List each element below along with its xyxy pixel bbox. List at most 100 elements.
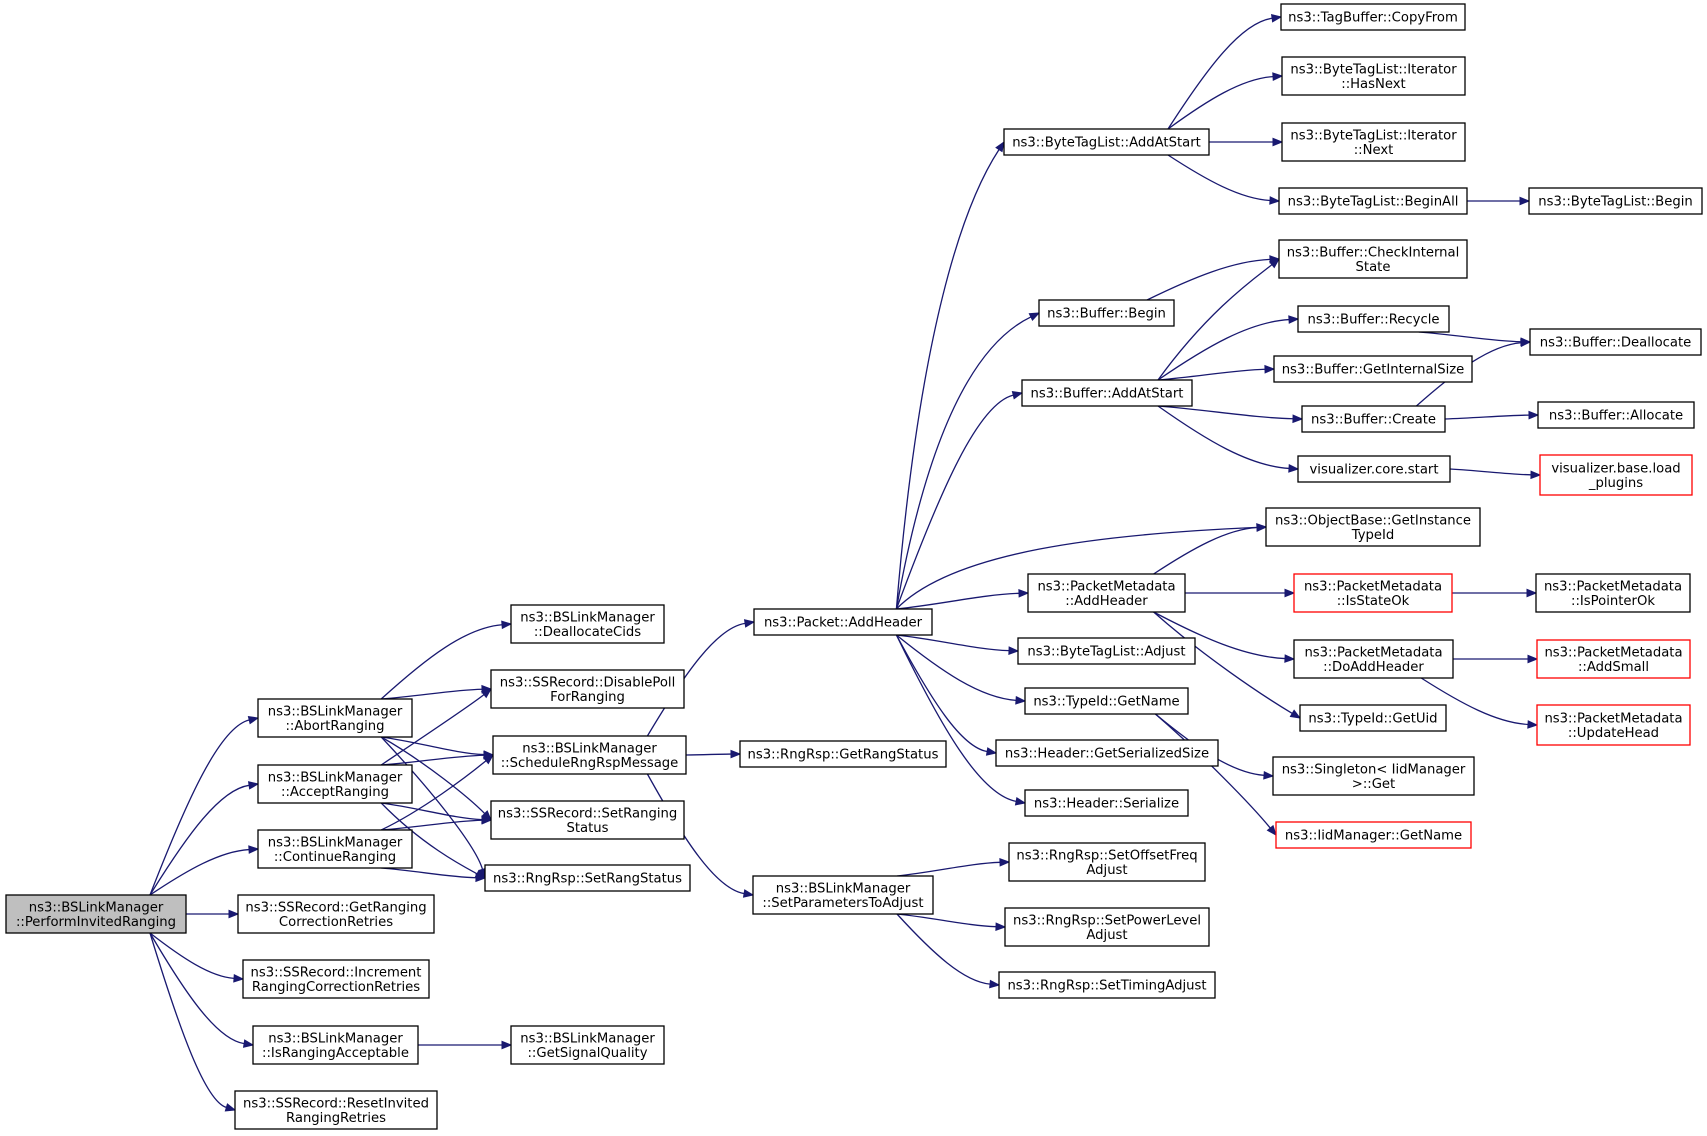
node-label-line: ns3::RngRsp::SetPowerLevel	[1013, 913, 1201, 928]
edge-line	[1157, 318, 1290, 381]
node-box	[1024, 789, 1189, 817]
edge-line	[1420, 677, 1529, 726]
node-box	[1275, 821, 1472, 849]
edge-arrowhead	[1527, 720, 1539, 729]
edge-line	[1167, 154, 1271, 202]
call-edge-pm_addheader-to-pm_isstateok	[1185, 588, 1296, 598]
node-box	[510, 1025, 665, 1065]
edge-arrowhead	[1289, 709, 1302, 719]
edge-arrowhead	[481, 815, 493, 825]
function-node-continue[interactable]: ns3::BSLinkManager::ContinueRanging	[257, 829, 413, 869]
node-label-line: ns3::RngRsp::SetOffsetFreq	[1016, 848, 1197, 863]
function-node-pm_isstateok[interactable]: ns3::PacketMetadata::IsStateOk	[1293, 573, 1453, 613]
call-edge-addheader-to-btl_addatstart	[895, 140, 1005, 610]
edge-arrowhead	[247, 715, 260, 725]
function-node-accept[interactable]: ns3::BSLinkManager::AcceptRanging	[257, 764, 413, 804]
function-node-sched[interactable]: ns3::BSLinkManager::ScheduleRngRspMessag…	[492, 735, 687, 775]
function-node-typeid_getuid[interactable]: ns3::TypeId::GetUid	[1299, 704, 1447, 732]
function-node-perform[interactable]: ns3::BSLinkManager::PerformInvitedRangin…	[5, 894, 187, 934]
edge-line	[381, 819, 483, 831]
function-node-typeid_getname[interactable]: ns3::TypeId::GetName	[1024, 687, 1189, 715]
function-node-setrangstatus[interactable]: ns3::RngRsp::SetRangStatus	[484, 864, 691, 892]
edge-arrowhead	[1266, 824, 1277, 837]
function-node-buf_begin[interactable]: ns3::Buffer::Begin	[1038, 299, 1175, 327]
function-node-abort[interactable]: ns3::BSLinkManager::AbortRanging	[257, 698, 413, 738]
function-node-addheader[interactable]: ns3::Packet::AddHeader	[753, 608, 933, 636]
function-node-setparams[interactable]: ns3::BSLinkManager::SetParametersToAdjus…	[752, 875, 934, 915]
call-edge-btl_addatstart-to-btl_it_hasnext	[1167, 72, 1284, 130]
function-node-iidmgr_getname[interactable]: ns3::IidManager::GetName	[1275, 821, 1472, 849]
function-node-buf_recycle[interactable]: ns3::Buffer::Recycle	[1297, 305, 1450, 333]
function-node-buf_deallocate[interactable]: ns3::Buffer::Deallocate	[1529, 328, 1702, 356]
edge-line	[895, 634, 988, 753]
edge-line	[896, 634, 1010, 652]
edge-line	[1153, 526, 1258, 575]
node-label-line: ns3::ObjectBase::GetInstance	[1275, 513, 1471, 528]
node-label-line: ns3::BSLinkManager	[520, 1031, 655, 1046]
function-node-buf_getinternalsize[interactable]: ns3::Buffer::GetInternalSize	[1273, 355, 1473, 383]
function-node-vis_base_loadplugins[interactable]: visualizer.base.load_plugins	[1539, 454, 1693, 496]
function-node-pm_updatehead[interactable]: ns3::PacketMetadata::UpdateHead	[1536, 704, 1691, 746]
function-node-hdr_serialize[interactable]: ns3::Header::Serialize	[1024, 789, 1189, 817]
node-label-line: RangingCorrectionRetries	[252, 980, 420, 995]
function-node-singleton_get[interactable]: ns3::Singleton< IidManager >::Get	[1272, 756, 1475, 796]
function-nodes: ns3::BSLinkManager::PerformInvitedRangin…	[5, 3, 1703, 1130]
function-node-buf_allocate[interactable]: ns3::Buffer::Allocate	[1537, 401, 1695, 429]
function-node-dealloccids[interactable]: ns3::BSLinkManager::DeallocateCids	[510, 604, 665, 644]
node-label-line: ns3::RngRsp::SetTimingAdjust	[1007, 979, 1206, 994]
node-label-line: ns3::Buffer::Recycle	[1308, 313, 1440, 328]
function-node-inccorr[interactable]: ns3::SSRecord::IncrementRangingCorrectio…	[242, 959, 430, 999]
node-label-line: ns3::Buffer::GetInternalSize	[1282, 363, 1465, 378]
edge-arrowhead	[730, 749, 742, 759]
edge-line	[1153, 611, 1286, 660]
node-box	[1024, 687, 1189, 715]
edge-line	[149, 932, 227, 1109]
function-node-buf_create[interactable]: ns3::Buffer::Create	[1301, 405, 1446, 433]
function-node-btl_begin[interactable]: ns3::ByteTagList::Begin	[1528, 187, 1703, 215]
function-node-isacc[interactable]: ns3::BSLinkManager::IsRangingAcceptable	[252, 1025, 419, 1065]
node-label-line: ::ContinueRanging	[274, 850, 396, 865]
call-edge-perform-to-getcorr	[185, 909, 240, 919]
function-node-resetinv[interactable]: ns3::SSRecord::ResetInvitedRangingRetrie…	[234, 1090, 438, 1130]
edge-arrowhead	[248, 845, 260, 854]
node-box	[1278, 239, 1468, 279]
function-node-getsignal[interactable]: ns3::BSLinkManager::GetSignalQuality	[510, 1025, 665, 1065]
function-node-hdr_getsersize[interactable]: ns3::Header::GetSerializedSize	[995, 739, 1219, 767]
node-box	[5, 894, 187, 934]
function-node-tagbuf_copyfrom[interactable]: ns3::TagBuffer::CopyFrom	[1280, 3, 1466, 31]
node-box	[1299, 704, 1447, 732]
function-node-btl_addatstart[interactable]: ns3::ByteTagList::AddAtStart	[1003, 128, 1210, 156]
node-label-line: ns3::Buffer::Create	[1311, 413, 1436, 428]
function-node-btl_adjust[interactable]: ns3::ByteTagList::Adjust	[1017, 637, 1196, 665]
function-node-buf_addatstart[interactable]: ns3::Buffer::AddAtStart	[1021, 379, 1193, 407]
call-edge-abort-to-dealloccids	[380, 620, 513, 700]
function-node-pm_ispointerok[interactable]: ns3::PacketMetadata::IsPointerOk	[1535, 573, 1691, 613]
edge-line	[149, 932, 235, 980]
function-node-getcorr[interactable]: ns3::SSRecord::GetRangingCorrectionRetri…	[237, 894, 435, 934]
node-label-line: ns3::Header::Serialize	[1034, 797, 1179, 812]
function-node-pm_addheader[interactable]: ns3::PacketMetadata::AddHeader	[1027, 573, 1186, 613]
function-node-btl_it_next[interactable]: ns3::ByteTagList::Iterator::Next	[1281, 122, 1466, 162]
node-label-line: ::GetSignalQuality	[527, 1046, 647, 1061]
function-node-pm_addsmall[interactable]: ns3::PacketMetadata::AddSmall	[1536, 639, 1691, 679]
edge-arrowhead	[989, 979, 1001, 989]
function-node-btl_beginall[interactable]: ns3::ByteTagList::BeginAll	[1278, 187, 1468, 215]
edge-line	[895, 634, 1017, 701]
node-label-line: ns3::TypeId::GetUid	[1308, 712, 1437, 727]
function-node-getrangstatus[interactable]: ns3::RngRsp::GetRangStatus	[739, 740, 947, 768]
function-node-pm_doaddheader[interactable]: ns3::PacketMetadata::DoAddHeader	[1293, 639, 1454, 679]
node-box	[1536, 639, 1691, 679]
function-node-vis_core_start[interactable]: visualizer.core.start	[1297, 455, 1451, 483]
node-box	[242, 959, 430, 999]
function-node-btl_it_hasnext[interactable]: ns3::ByteTagList::Iterator::HasNext	[1281, 56, 1466, 96]
node-box	[1021, 379, 1193, 407]
node-box	[1301, 405, 1446, 433]
node-label-line: CorrectionRetries	[279, 915, 393, 930]
function-node-settiming[interactable]: ns3::RngRsp::SetTimingAdjust	[998, 971, 1216, 999]
